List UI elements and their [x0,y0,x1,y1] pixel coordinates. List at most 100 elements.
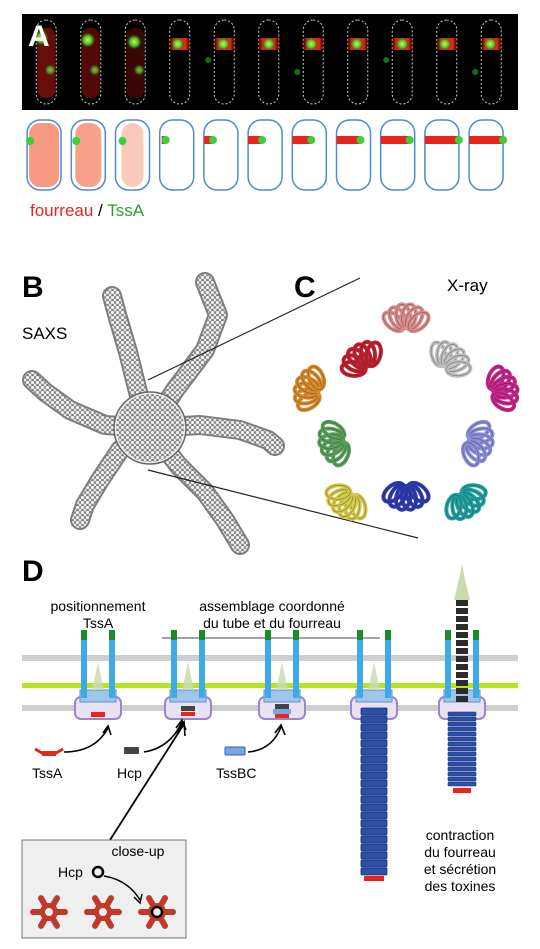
label-hcp: Hcp [117,765,142,781]
panel-letter-a: A [28,20,50,53]
contracted-sheath-segment [447,711,477,717]
label-saxs: SAXS [22,324,67,343]
label-closeup-hcp: Hcp [58,864,83,880]
sheath-bar [380,136,410,144]
microscopy-frame [345,19,370,105]
xray-structure [292,302,520,522]
xray-subunit [485,364,520,413]
cell-body [468,119,504,191]
zoom-line-top [147,277,361,381]
sheath-segment [360,819,388,828]
outer-cap [445,630,451,640]
sheath-bar [336,136,361,144]
sheath-bar [469,136,504,144]
helix-edge [407,312,429,332]
tssa-spot [483,37,498,51]
schematic-cell [203,119,239,191]
sheath-segment [360,795,388,804]
sheath-bar [424,136,459,144]
tssa-dot [161,136,170,144]
outer-cap [385,630,391,640]
final-line4: des toxines [425,878,496,894]
cell-body [158,119,195,191]
spike-tip [182,660,194,690]
cell-body [335,119,372,191]
sheath-segment [360,803,388,812]
sheath-segment [360,851,388,860]
cell-outline [35,19,57,105]
schematic-cell [335,119,372,191]
outer-cap [81,630,87,640]
tssa-spot [261,37,276,51]
tssa-dot [499,136,508,144]
assembly-arrows [63,718,286,841]
helix-edge [365,342,382,367]
tssa-dot [26,137,35,145]
microscopy-frame [167,19,192,105]
cell-outline [124,19,146,105]
microscopy-frame [472,19,504,105]
xray-subunit [429,339,473,378]
xray-subunit [292,364,327,412]
step2-line2: du tube et du fourreau [203,615,341,631]
tssa-spot [133,64,146,76]
contracted-sheath-segment [447,716,477,722]
final-line3: et sécrétion [424,861,496,877]
outer-cap [293,630,299,640]
cell-outline [169,19,191,105]
extended-sheath [29,123,60,187]
machine-5 [438,562,486,793]
tssa-dot [118,137,127,145]
contracted-sheath-segment [447,766,477,772]
tssa-spot [126,34,143,50]
contracted-sheath-segment [447,741,477,747]
schematic-cell [26,119,62,191]
membrane-pillar [265,636,271,698]
contracted-sheath-segment [447,746,477,752]
panel-letter-b: B [22,271,44,304]
contracted-sheath-segment [447,751,477,757]
hcp-tube-segment [456,664,468,670]
legend-sheath: fourreau [30,201,93,220]
hcp-tube-segment [456,688,468,694]
xray-subunit [381,480,431,512]
hcp-tube-segment [456,648,468,654]
background-speck [383,57,390,63]
membrane-pillar [109,636,115,698]
contracted-sheath-segment [447,776,477,782]
cell-outline [258,19,280,105]
membrane-pillar [81,636,87,698]
machine-4 [350,630,398,881]
ejected-spike [454,562,470,600]
schematic-cell [158,119,195,191]
microscopy-frame [294,19,326,105]
hexamer [84,895,122,929]
sheath-segment [360,715,388,724]
cell-outline [347,19,369,105]
spike-tip [276,660,288,690]
membrane-pillar [293,636,299,698]
cell-outline [391,19,413,105]
tssa-spot [216,37,231,51]
contracted-sheath-segment [447,756,477,762]
step2-line1: assemblage coordonné [199,598,345,614]
label-closeup: close-up [112,843,165,859]
microscopy-frames [33,19,504,105]
membrane-pillar [473,636,479,698]
helix-edge [446,361,471,377]
sheath-segment [360,707,388,716]
contracted-sheath-segment [447,771,477,777]
sheath-bar [292,136,312,144]
hcp-in-lumen [150,905,164,919]
tssa-spot [170,37,185,51]
xray-subunit [444,483,488,522]
tssa-spot [88,64,101,76]
tssa-icon [34,747,64,756]
label-tssa: TssA [32,765,63,781]
hcp-ring-icon [91,865,105,879]
tssa-dot [356,136,365,144]
spike-tip [368,660,380,690]
tssa-bound [91,712,105,717]
hexamer [30,895,68,929]
sheath-segment [360,859,388,868]
